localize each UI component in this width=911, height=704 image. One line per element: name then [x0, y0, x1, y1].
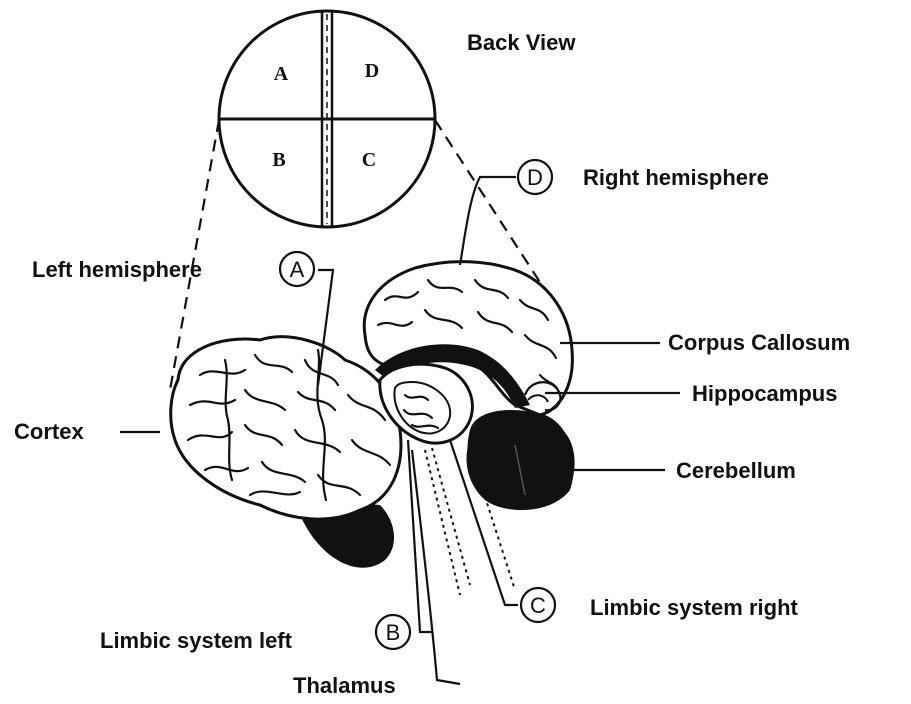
- limbic-right-label: Limbic system right: [590, 595, 799, 620]
- quadrant-b-label: B: [272, 149, 285, 171]
- marker-d: D: [518, 160, 552, 194]
- marker-a: A: [280, 252, 314, 286]
- corpus-callosum-label: Corpus Callosum: [668, 330, 850, 355]
- cerebellum-label: Cerebellum: [676, 458, 796, 483]
- marker-c-letter: C: [530, 593, 546, 618]
- marker-b-letter: B: [386, 620, 401, 645]
- limbic-left-label: Limbic system left: [100, 628, 293, 653]
- marker-d-leader: [460, 177, 516, 265]
- cerebellum-shape: [466, 420, 574, 510]
- left-hemisphere-label: Left hemisphere: [32, 257, 202, 282]
- marker-b: B: [376, 615, 410, 649]
- marker-a-letter: A: [290, 257, 305, 282]
- marker-d-letter: D: [527, 165, 543, 190]
- marker-c: C: [521, 588, 555, 622]
- back-view-circle: [219, 11, 435, 227]
- quadrant-a-label: A: [274, 63, 289, 85]
- left-hemisphere-shape: [171, 337, 401, 568]
- quadrant-c-label: C: [362, 149, 376, 171]
- thalamus-label: Thalamus: [293, 673, 396, 698]
- back-view-title: Back View: [467, 30, 576, 55]
- cortex-label: Cortex: [14, 419, 84, 444]
- quadrant-d-label: D: [365, 60, 379, 82]
- right-hemisphere-label: Right hemisphere: [583, 165, 769, 190]
- hippocampus-label: Hippocampus: [692, 381, 837, 406]
